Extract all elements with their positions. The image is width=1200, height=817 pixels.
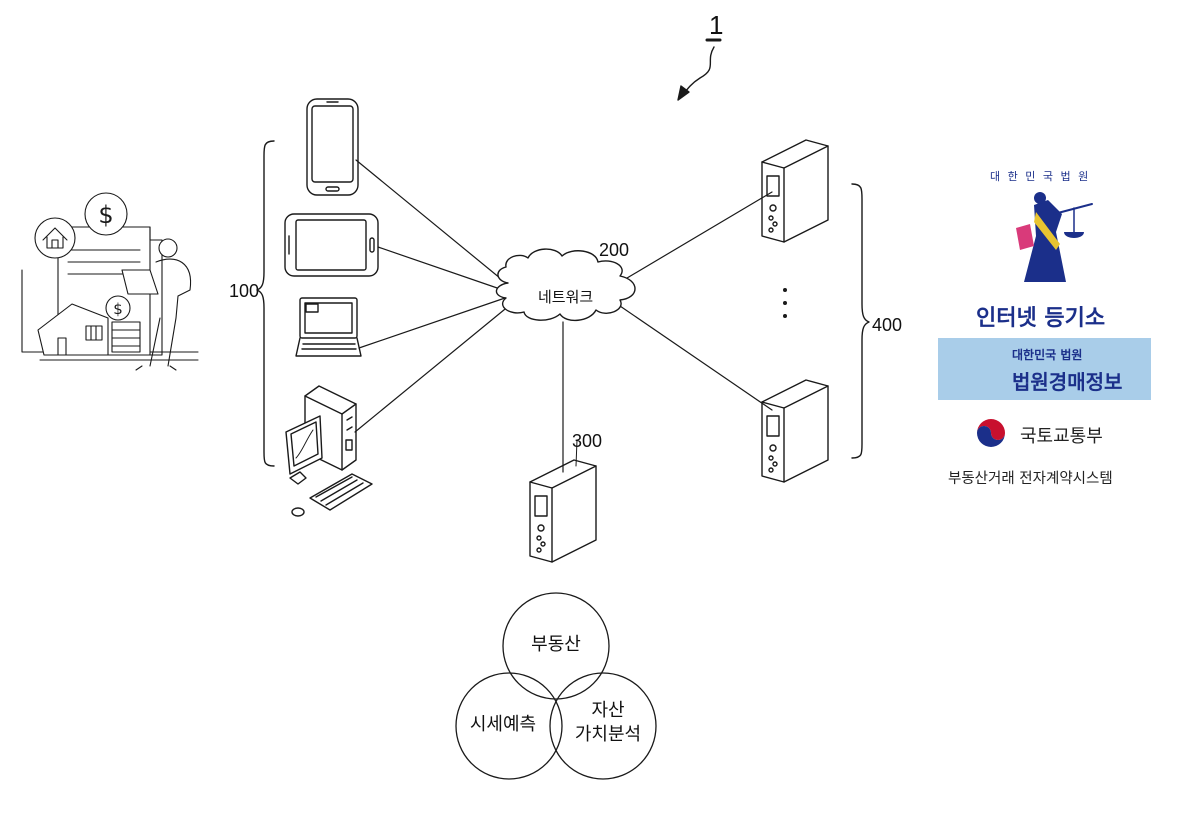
venn-label-asset-line1: 자산 <box>570 698 646 722</box>
auction-subtitle: 대한민국 법원 <box>1012 346 1082 363</box>
laptop-icon <box>296 298 361 356</box>
svg-text:$: $ <box>113 300 123 318</box>
venn-diagram <box>456 593 656 779</box>
auction-title: 법원경매정보 <box>1012 366 1122 395</box>
external-server-bottom <box>762 380 828 482</box>
network-label: 네트워크 <box>538 286 593 307</box>
electronic-contract-system: 부동산거래 전자계약시스템 <box>948 467 1113 488</box>
venn-label-price-forecast: 시세예측 <box>458 712 548 736</box>
ministry-name: 국토교통부 <box>1020 422 1103 448</box>
external-server-top <box>762 140 828 242</box>
figure-number: 1 <box>709 10 723 41</box>
terminal-group-brace <box>257 141 274 466</box>
taegeuk-icon <box>977 419 1005 447</box>
label-server: 300 <box>572 431 602 452</box>
tablet-icon <box>285 214 378 276</box>
figure-pointer-arrow <box>678 40 720 100</box>
venn-label-real-estate: 부동산 <box>520 632 592 656</box>
court-justice-emblem-icon <box>1016 192 1092 282</box>
smartphone-icon <box>307 99 358 195</box>
label-network: 200 <box>599 240 629 261</box>
service-server-icon <box>530 460 596 562</box>
court-auction-banner: 대한민국 법원 법원경매정보 <box>938 338 1151 400</box>
external-server-brace <box>852 184 869 458</box>
svg-text:$: $ <box>98 201 113 229</box>
more-servers-ellipsis <box>783 288 787 318</box>
venn-label-asset-line2: 가치분석 <box>562 722 654 746</box>
label-terminals: 100 <box>229 281 259 302</box>
court-seal-text: 대 한 민 국 법 원 <box>990 168 1090 184</box>
house-finance-illustration-icon: $ $ <box>22 193 198 370</box>
desktop-computer-icon <box>286 386 372 516</box>
label-external-servers: 400 <box>872 315 902 336</box>
internet-registry-title: 인터넷 등기소 <box>976 300 1105 332</box>
